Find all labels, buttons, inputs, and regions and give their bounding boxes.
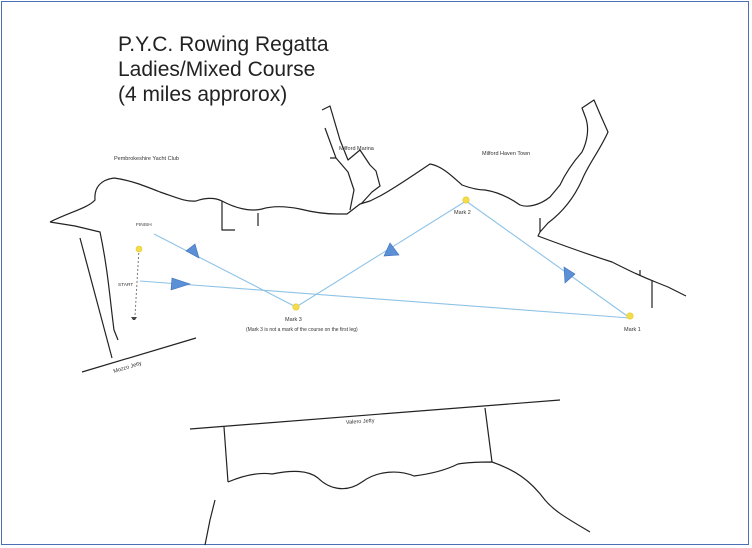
arrow-leg-2 <box>563 266 576 284</box>
label-finish: FINISH <box>136 222 152 228</box>
course-lines <box>139 200 631 319</box>
label-start: START <box>118 282 133 288</box>
label-mark-2: Mark 2 <box>454 210 471 216</box>
mozzo-jetty-line <box>79 237 113 359</box>
mark-1-buoy <box>626 312 634 320</box>
title-line-1: P.Y.C. Rowing Regatta <box>118 33 329 56</box>
leg-start-to-mark1 <box>139 280 631 319</box>
valero-jetty-leg-1 <box>223 426 229 483</box>
course-marks <box>135 196 634 320</box>
finish-buoy <box>135 245 143 253</box>
south-inner <box>204 499 216 546</box>
course-arrows <box>170 242 576 291</box>
arrow-leg-3 <box>383 242 400 257</box>
leg-mark1-to-mark2 <box>465 200 631 319</box>
north-stub-1 <box>221 201 235 231</box>
start-boat-icon <box>131 317 137 320</box>
label-valero-jetty: Valero Jetty <box>346 418 375 426</box>
label-mark-1: Mark 1 <box>624 327 641 333</box>
label-mark-3-note: (Mark 3 is not a mark of the course on t… <box>246 327 358 333</box>
leg-mark2-to-mark3 <box>295 200 467 308</box>
label-mozzo-jetty: Mozzo Jetty <box>113 361 143 375</box>
marina-basin <box>324 127 355 211</box>
label-yacht-club: Pembrokeshire Yacht Club <box>114 156 179 162</box>
marina-structure <box>321 105 381 205</box>
start-finish-line <box>134 248 140 317</box>
mark-3-buoy <box>292 303 300 311</box>
map-title: P.Y.C. Rowing Regatta Ladies/Mixed Cours… <box>118 32 329 107</box>
mark-2-buoy <box>462 196 470 204</box>
mozzo-jetty-head <box>81 337 197 373</box>
label-town: Milford Haven Town <box>482 151 530 157</box>
title-line-2: Ladies/Mixed Course <box>118 58 316 81</box>
label-marina: Milford Marina <box>339 146 375 152</box>
coastline <box>49 99 687 546</box>
west-shore <box>49 221 119 341</box>
valero-jetty-leg-2 <box>484 407 493 463</box>
valero-jetty-line <box>189 399 561 430</box>
south-shore <box>227 461 591 533</box>
leg-mark3-to-finish <box>153 233 297 308</box>
arrow-leg-4 <box>185 243 200 259</box>
label-mark-3: Mark 3 <box>285 317 302 323</box>
arrow-leg-1 <box>170 277 191 291</box>
north-shore <box>49 99 687 297</box>
title-line-3: (4 miles approrox) <box>118 83 288 106</box>
